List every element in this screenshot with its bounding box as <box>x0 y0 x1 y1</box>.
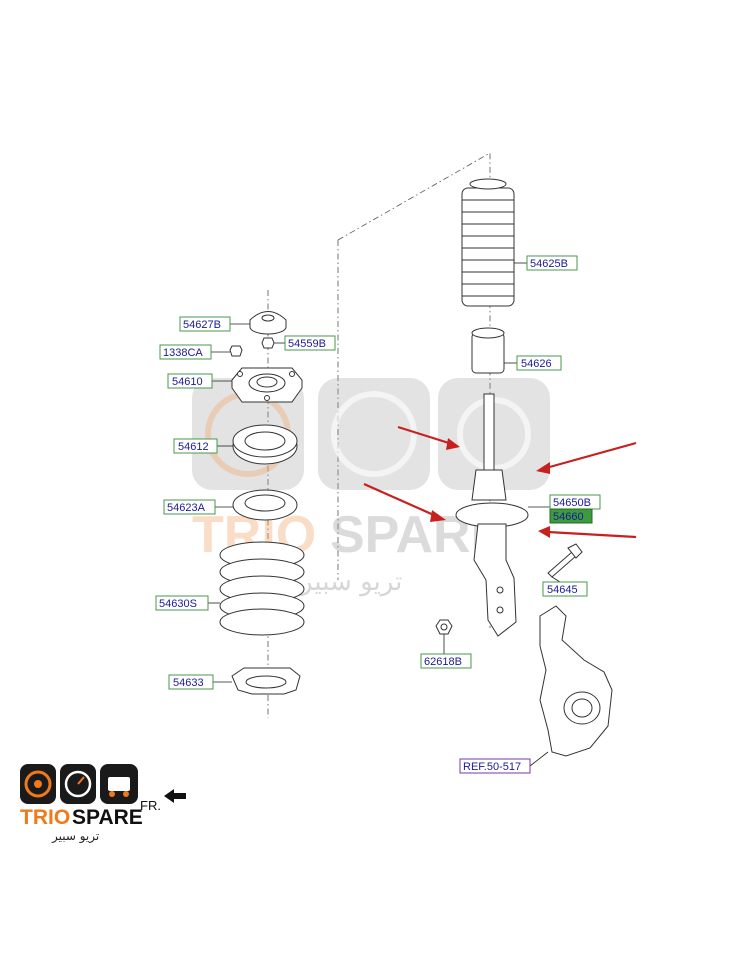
front-direction-label: FR. <box>140 798 161 813</box>
part-label-54625b[interactable]: 54625B <box>526 255 578 271</box>
arrow-2 <box>545 441 637 470</box>
part-label-text: 54633 <box>173 677 204 689</box>
arrow-4 <box>547 530 637 539</box>
logo-arabic: تريو سبير <box>51 829 99 844</box>
part-label-text: 54627B <box>183 319 221 331</box>
part-label-text: 54660 <box>553 511 584 523</box>
part-label-text: 54650B <box>553 497 591 509</box>
nut-1338ca-part <box>229 345 243 357</box>
brand-logo: TRIO SPARE تريو سبير <box>20 764 143 844</box>
logo-brand-part2: SPARE <box>72 806 143 829</box>
part-label-text: 62618B <box>424 656 462 668</box>
part-label-1338ca[interactable]: 1338CA <box>159 344 212 360</box>
part-label-54559b[interactable]: 54559B <box>284 335 336 351</box>
part-label-54612[interactable]: 54612 <box>173 438 218 454</box>
front-direction-marker: FR. <box>140 789 186 813</box>
nut-62618b-part <box>435 619 453 635</box>
steering-knuckle-part <box>539 605 613 757</box>
bearing-part <box>232 424 298 465</box>
reference-label[interactable]: REF.50-517 <box>459 758 531 774</box>
arrow-3 <box>363 482 437 518</box>
part-label-text: 54559B <box>288 338 326 350</box>
part-label-54630s[interactable]: 54630S <box>155 595 209 611</box>
reference-label-text: REF.50-517 <box>463 761 521 773</box>
part-label-text: 54626 <box>521 358 552 370</box>
part-label-54623a[interactable]: 54623A <box>163 499 216 515</box>
part-label-text: 54623A <box>167 502 206 514</box>
part-label-text: 1338CA <box>163 347 203 359</box>
part-label-54633[interactable]: 54633 <box>168 674 214 690</box>
part-label-54626[interactable]: 54626 <box>516 355 562 371</box>
part-label-text: 54610 <box>172 376 203 388</box>
nut-54559b-part <box>261 337 275 349</box>
bump-stop-part <box>471 327 505 374</box>
upper-washer-part <box>249 311 287 335</box>
spring-pad-part <box>232 489 298 521</box>
part-label-54660[interactable]: 54660 <box>549 508 593 524</box>
leader-lines <box>208 262 561 767</box>
part-label-54645[interactable]: 54645 <box>542 581 588 597</box>
strut-assembly-part <box>455 393 529 637</box>
part-label-54627b[interactable]: 54627B <box>179 316 231 332</box>
annotation-arrows <box>363 425 637 539</box>
part-label-text: 54625B <box>530 258 568 270</box>
part-label-text: 54612 <box>178 441 209 453</box>
part-label-62618b[interactable]: 62618B <box>420 653 472 669</box>
dust-boot-part <box>461 178 515 307</box>
front-direction-arrow-icon <box>164 789 186 803</box>
part-label-text: 54630S <box>159 598 197 610</box>
mount-plate-part <box>231 367 303 403</box>
bolt-54645-part <box>547 543 583 578</box>
part-label-54610[interactable]: 54610 <box>167 373 213 389</box>
lower-seat-part <box>231 667 301 695</box>
part-label-text: 54645 <box>547 584 578 596</box>
watermark-arabic: تريو سبير <box>298 567 402 597</box>
part-label-54650b[interactable]: 54650B <box>549 494 601 510</box>
arrow-1 <box>397 425 453 446</box>
coil-spring-part <box>219 541 305 636</box>
logo-brand-part1: TRIO <box>20 806 70 829</box>
